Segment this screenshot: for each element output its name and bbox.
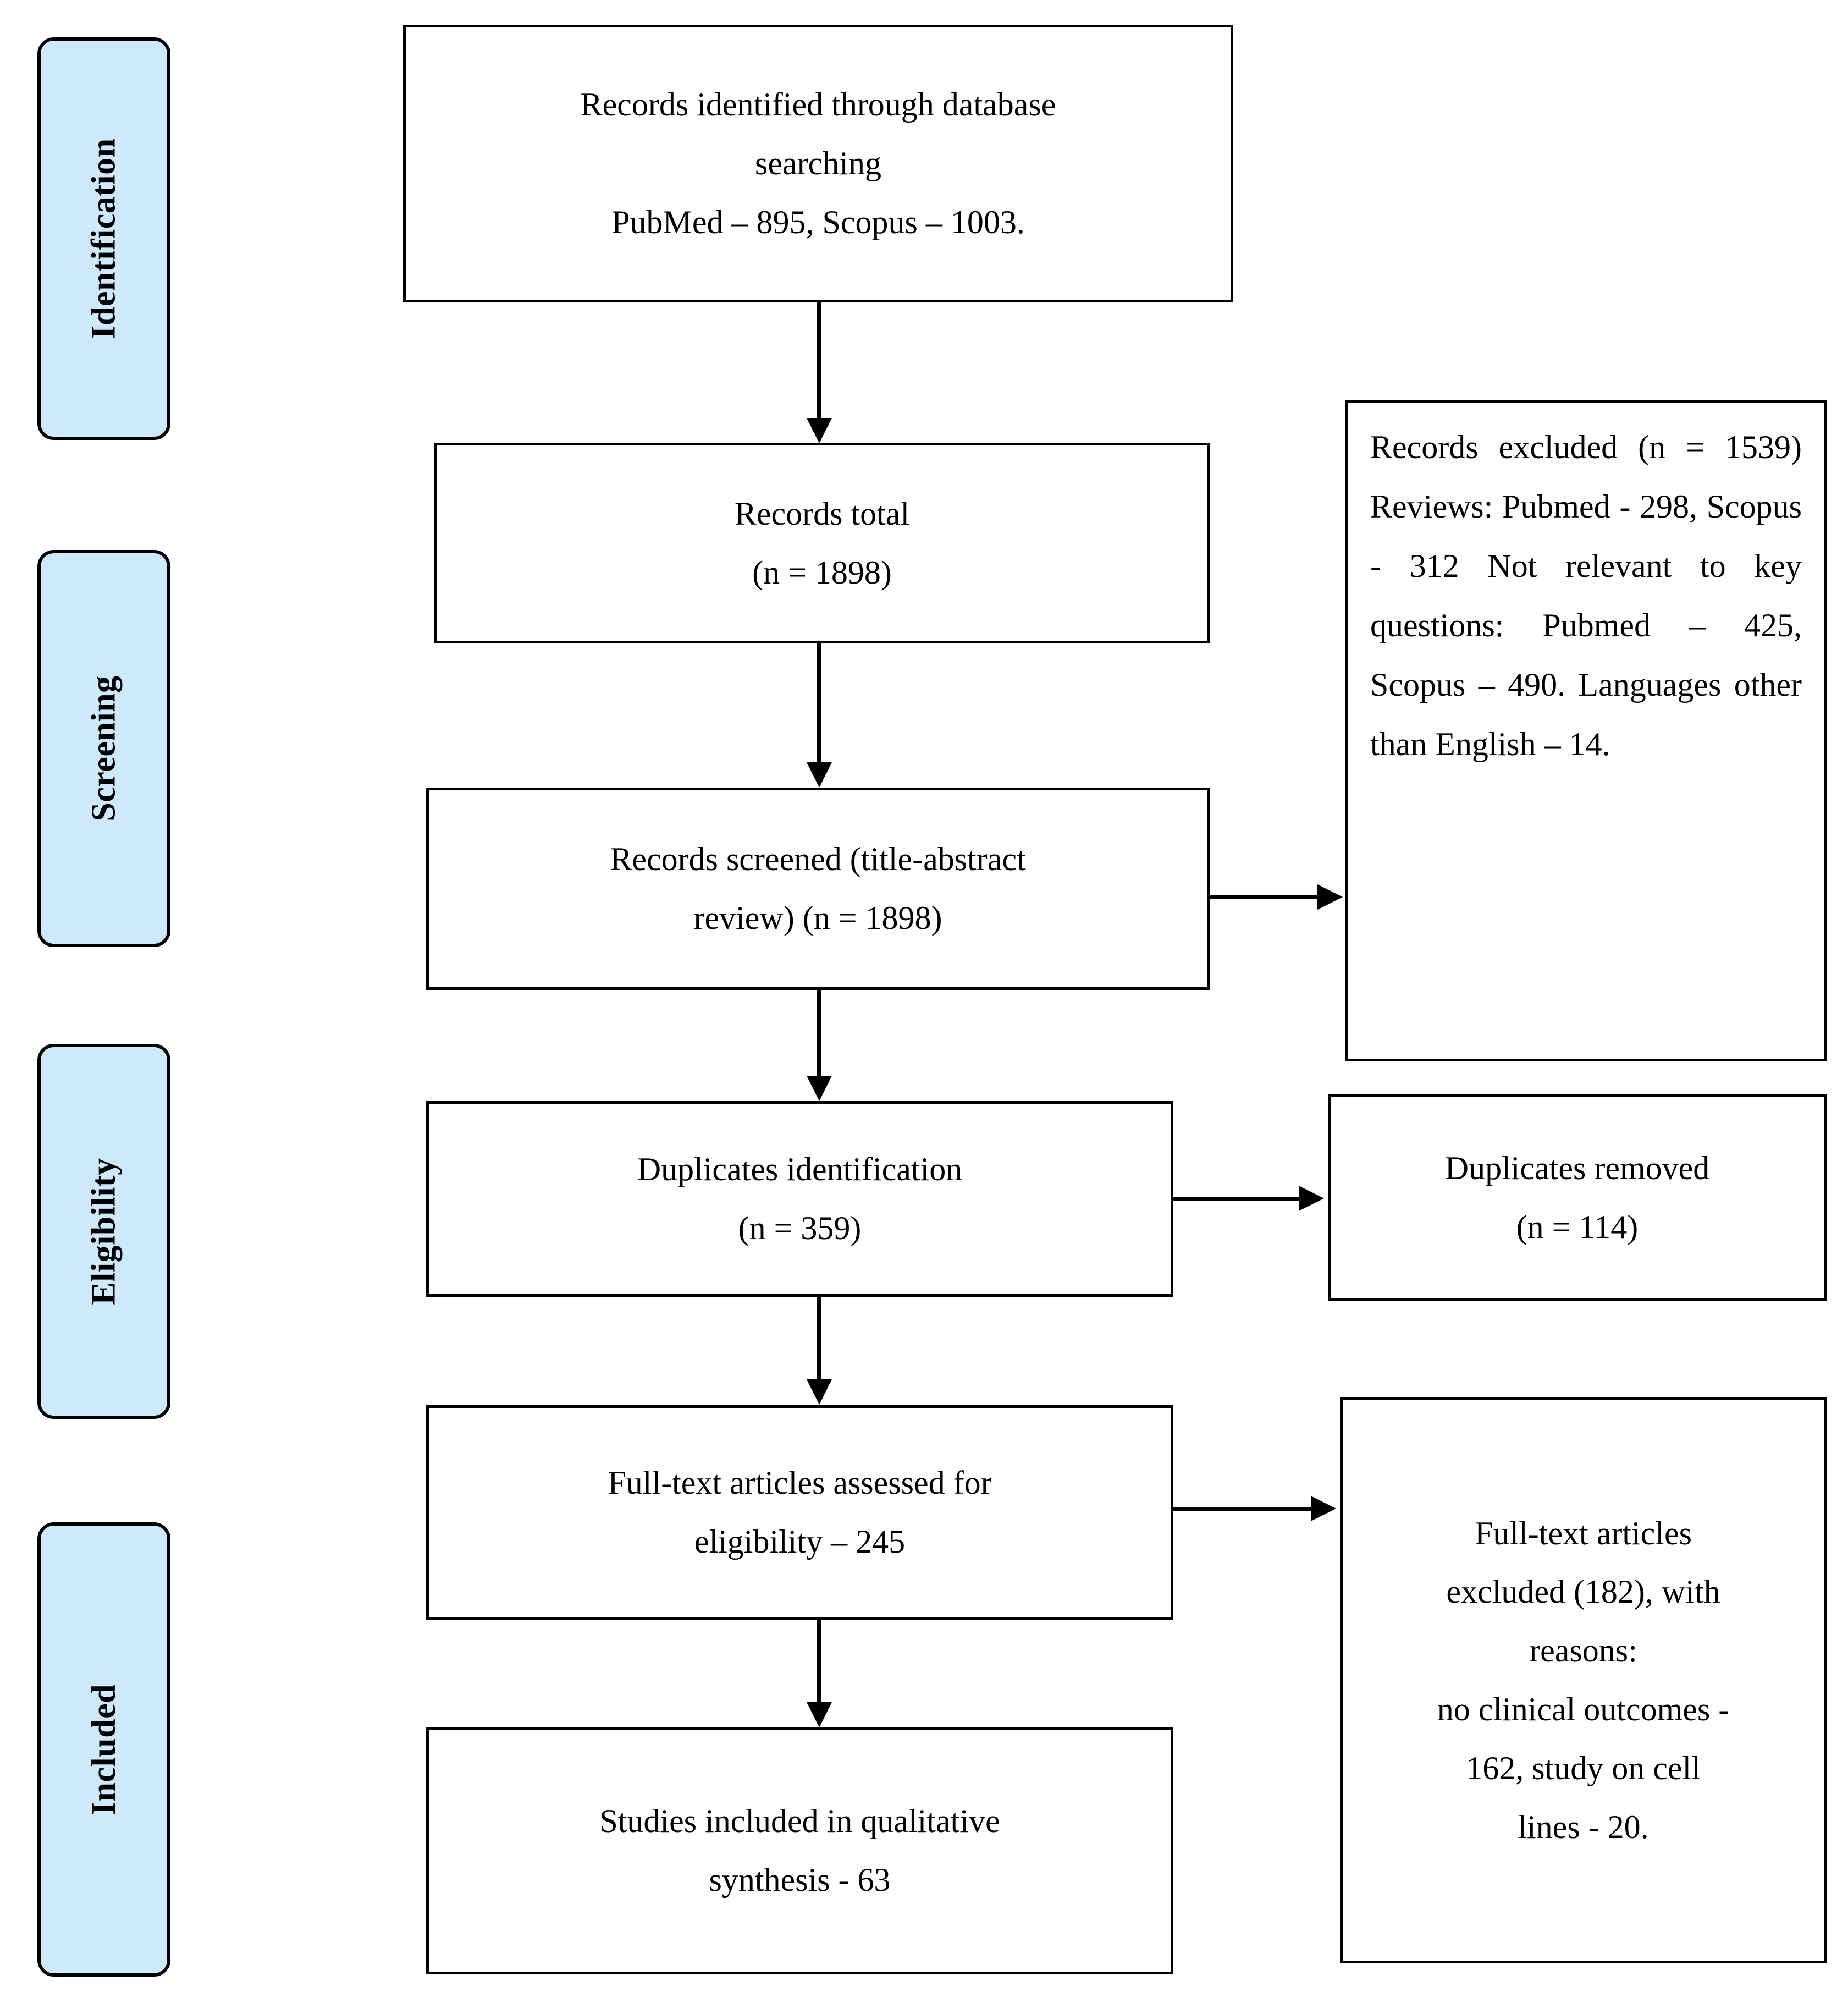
box-line: no clinical outcomes - — [1437, 1691, 1730, 1727]
arrowhead-identified-to-total — [807, 418, 832, 443]
stage-label-identification: Identification — [85, 138, 123, 339]
box-line: review) (n = 1898) — [693, 900, 942, 936]
box-line: Duplicates removed — [1444, 1149, 1710, 1186]
box-line: Records screened (title-abstract — [610, 841, 1026, 878]
box-records-total-text: Records total (n = 1898) — [437, 485, 1207, 602]
stage-pill-included: Included — [37, 1522, 170, 1977]
box-records-excluded: Records excluded (n = 1539) Reviews: Pub… — [1345, 400, 1827, 1061]
box-line: PubMed – 895, Scopus – 1003. — [611, 203, 1025, 240]
box-studies-included: Studies included in qualitative synthesi… — [426, 1727, 1173, 1974]
box-line: 162, study on cell — [1466, 1749, 1701, 1786]
box-studies-included-text: Studies included in qualitative synthesi… — [429, 1792, 1171, 1910]
box-line: (n = 1898) — [752, 554, 892, 591]
box-fulltext-excluded: Full-text articles excluded (182), with … — [1340, 1397, 1827, 1963]
connector-screened-to-duplicates — [817, 990, 821, 1077]
stage-label-screening: Screening — [85, 675, 123, 822]
connector-duplicates-to-fulltext — [817, 1297, 821, 1380]
box-duplicates-identification-text: Duplicates identification (n = 359) — [429, 1140, 1171, 1258]
connector-total-to-screened — [817, 643, 821, 763]
stage-pill-eligibility: Eligibility — [37, 1044, 170, 1419]
connector-fulltext-to-excluded — [1173, 1507, 1312, 1511]
box-line: Records total — [734, 495, 910, 532]
box-duplicates-removed: Duplicates removed (n = 114) — [1328, 1094, 1827, 1301]
arrowhead-fulltext-to-excluded — [1311, 1496, 1336, 1521]
arrowhead-fulltext-to-included — [807, 1702, 832, 1727]
stage-pill-screening: Screening — [37, 550, 170, 947]
box-records-identified-text: Records identified through database sear… — [406, 75, 1231, 251]
box-records-excluded-text: Records excluded (n = 1539) Reviews: Pub… — [1370, 429, 1802, 762]
box-line: Records identified through database — [580, 86, 1056, 123]
box-line: searching — [755, 145, 881, 182]
box-records-identified: Records identified through database sear… — [403, 25, 1233, 302]
box-line: Full-text articles — [1475, 1515, 1692, 1551]
arrowhead-screened-to-duplicates — [807, 1076, 832, 1101]
box-line: Duplicates identification — [637, 1151, 963, 1188]
box-line: eligibility – 245 — [694, 1523, 906, 1560]
box-fulltext-excluded-text: Full-text articles excluded (182), with … — [1343, 1504, 1824, 1857]
stage-label-eligibility: Eligibility — [85, 1158, 123, 1305]
connector-fulltext-to-included — [817, 1620, 821, 1703]
connector-screened-to-excluded — [1210, 895, 1319, 899]
box-duplicates-removed-text: Duplicates removed (n = 114) — [1331, 1139, 1824, 1257]
box-line: Full-text articles assessed for — [608, 1465, 992, 1501]
box-duplicates-identification: Duplicates identification (n = 359) — [426, 1101, 1173, 1297]
arrowhead-total-to-screened — [807, 762, 832, 788]
box-line: (n = 359) — [738, 1210, 862, 1246]
connector-duplicates-to-removed — [1173, 1197, 1300, 1201]
box-line: reasons: — [1529, 1632, 1637, 1669]
box-line: excluded (182), with — [1446, 1573, 1720, 1610]
box-records-total: Records total (n = 1898) — [434, 443, 1210, 643]
stage-pill-identification: Identification — [37, 37, 170, 440]
box-fulltext-assessed: Full-text articles assessed for eligibil… — [426, 1405, 1173, 1620]
box-records-screened: Records screened (title-abstract review)… — [426, 788, 1210, 990]
connector-identified-to-total — [817, 302, 821, 419]
box-line: synthesis - 63 — [709, 1862, 891, 1898]
stage-label-included: Included — [85, 1683, 123, 1815]
arrowhead-duplicates-to-removed — [1299, 1186, 1324, 1211]
box-line: (n = 114) — [1516, 1208, 1639, 1245]
box-line: Studies included in qualitative — [599, 1803, 1000, 1840]
box-line: lines - 20. — [1518, 1808, 1649, 1845]
arrowhead-screened-to-excluded — [1317, 884, 1343, 910]
arrowhead-duplicates-to-fulltext — [807, 1379, 832, 1405]
box-fulltext-assessed-text: Full-text articles assessed for eligibil… — [429, 1454, 1171, 1571]
box-records-screened-text: Records screened (title-abstract review)… — [429, 830, 1207, 948]
